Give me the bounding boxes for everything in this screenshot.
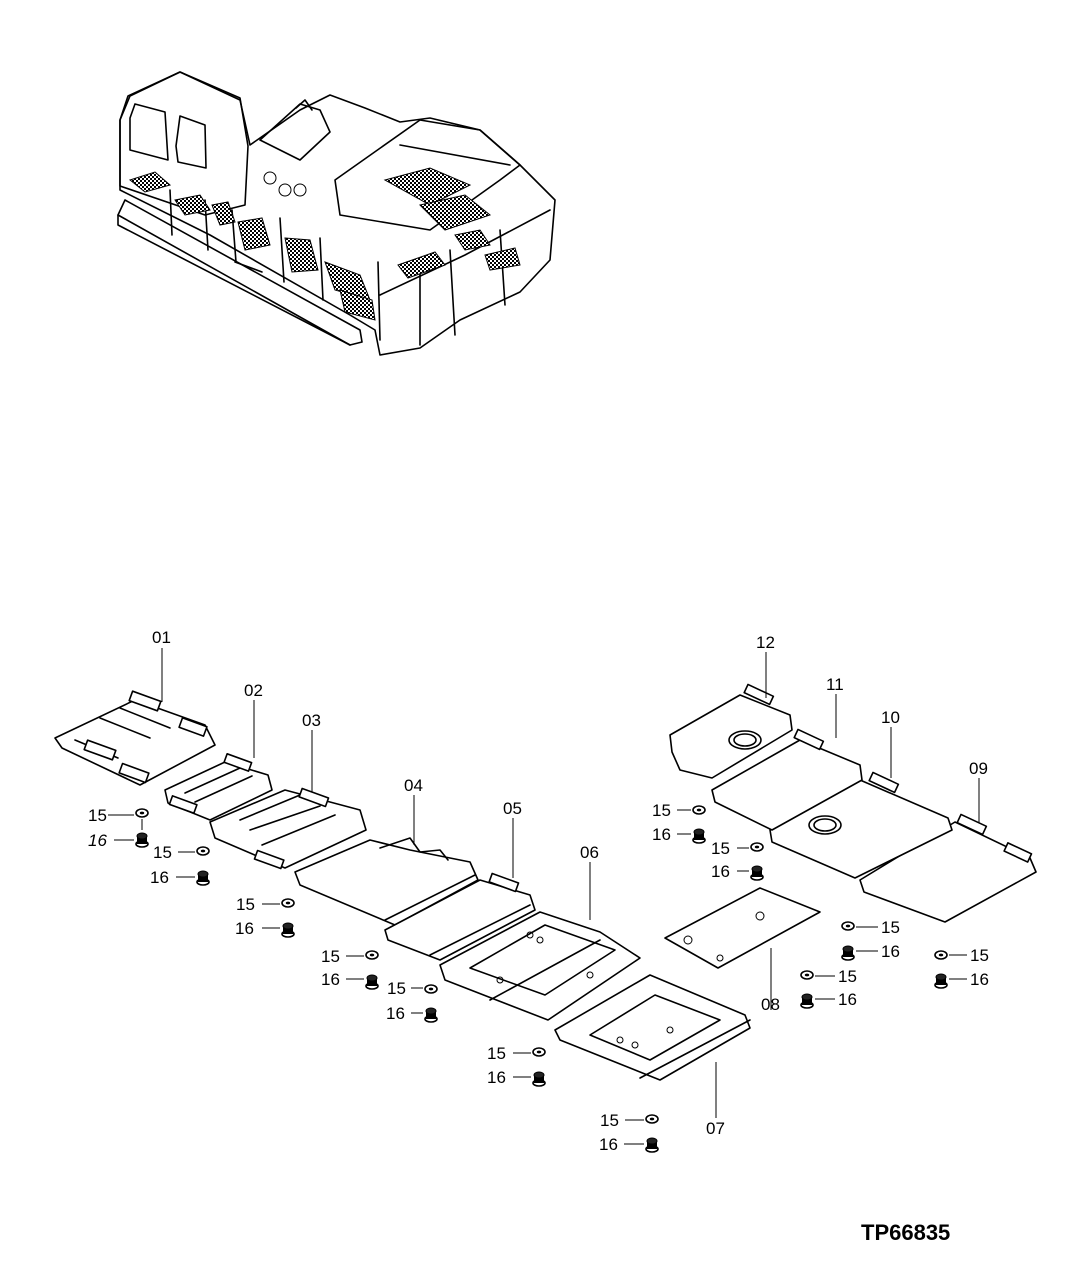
label-16-a: 16: [88, 831, 107, 850]
label-15-c: 15: [236, 895, 255, 914]
label-15-a: 15: [88, 806, 107, 825]
leader-lines: [108, 648, 980, 1145]
label-16-d: 16: [321, 970, 340, 989]
label-15-f: 15: [487, 1044, 506, 1063]
label-03: 03: [302, 711, 321, 730]
plate-08: [664, 887, 821, 969]
plate-01: [54, 690, 216, 786]
label-16-i: 16: [711, 862, 730, 881]
label-16-g: 16: [599, 1135, 618, 1154]
label-15-h: 15: [652, 801, 671, 820]
label-16-k: 16: [881, 942, 900, 961]
label-15-d: 15: [321, 947, 340, 966]
plate-04: [294, 837, 479, 926]
label-08: 08: [761, 995, 780, 1014]
label-02: 02: [244, 681, 263, 700]
plate-11: [711, 728, 863, 831]
label-15-b: 15: [153, 843, 172, 862]
drawing-code: TP66835: [861, 1220, 950, 1245]
label-06: 06: [580, 843, 599, 862]
label-15-j: 15: [838, 967, 857, 986]
label-16-c: 16: [235, 919, 254, 938]
label-09: 09: [969, 759, 988, 778]
label-16-h: 16: [652, 825, 671, 844]
part-labels: 01 02 03 04 05 06 07 08 09 10 11 12 15 1…: [88, 628, 989, 1154]
label-07: 07: [706, 1119, 725, 1138]
plate-05: [384, 872, 536, 961]
label-15-l: 15: [970, 946, 989, 965]
label-16-b: 16: [150, 868, 169, 887]
label-15-i: 15: [711, 839, 730, 858]
label-15-k: 15: [881, 918, 900, 937]
label-16-e: 16: [386, 1004, 405, 1023]
plate-02: [164, 752, 273, 821]
label-04: 04: [404, 776, 423, 795]
excavator-overview: [117, 71, 556, 356]
plate-07: [554, 974, 751, 1081]
plate-12: [669, 683, 793, 779]
label-12: 12: [756, 633, 775, 652]
label-05: 05: [503, 799, 522, 818]
plate-09: [859, 813, 1037, 923]
plate-03: [209, 787, 367, 870]
label-16-f: 16: [487, 1068, 506, 1087]
label-15-g: 15: [600, 1111, 619, 1130]
label-01: 01: [152, 628, 171, 647]
label-16-j: 16: [838, 990, 857, 1009]
plate-06: [439, 911, 641, 1021]
label-11: 11: [826, 675, 844, 694]
label-15-e: 15: [387, 979, 406, 998]
label-10: 10: [881, 708, 900, 727]
label-16-l: 16: [970, 970, 989, 989]
